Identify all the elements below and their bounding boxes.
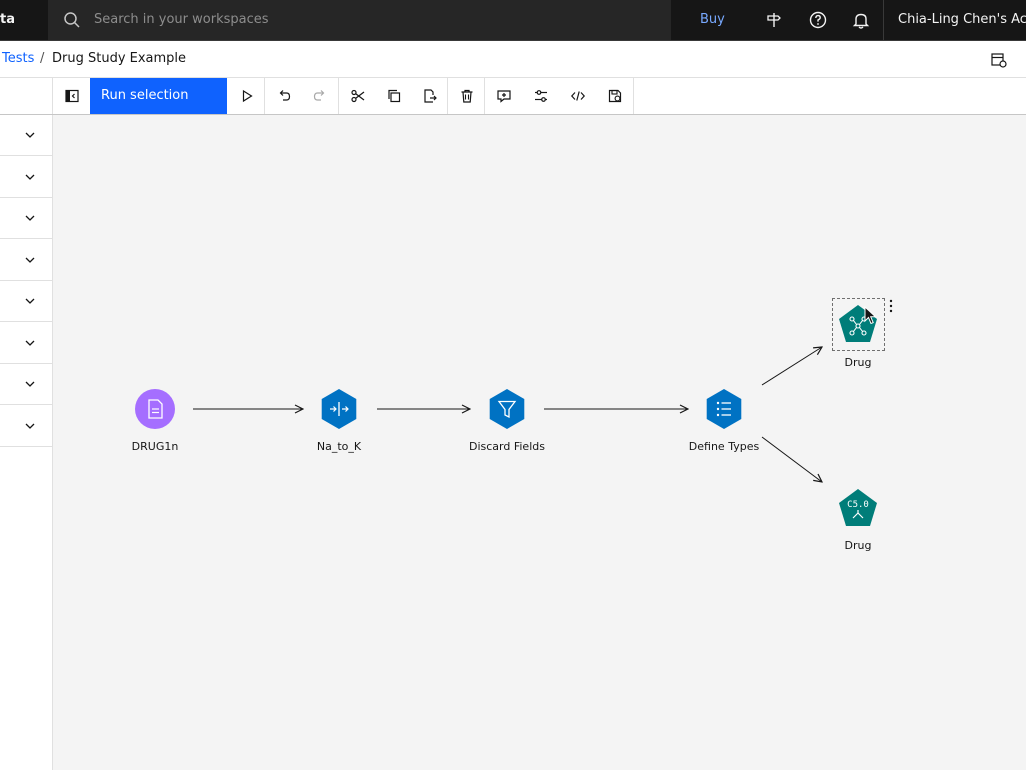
add-comment-icon	[496, 90, 511, 103]
chevron-down-icon	[25, 298, 35, 304]
palette-category[interactable]	[0, 323, 52, 364]
palette-category[interactable]	[0, 240, 52, 281]
undo-icon	[279, 90, 290, 101]
help-icon[interactable]	[808, 10, 828, 30]
chevron-down-icon	[25, 340, 35, 346]
neural-network-icon	[849, 316, 867, 336]
add-comment-button[interactable]	[485, 78, 522, 114]
run-selection-button[interactable]: Run selection	[90, 78, 227, 114]
copy-icon	[387, 89, 400, 103]
derive-node[interactable]	[319, 389, 359, 429]
chevron-down-icon	[25, 174, 35, 180]
toggle-palette-button[interactable]	[53, 78, 90, 114]
chevron-down-icon	[25, 423, 35, 429]
account-switcher[interactable]: Chia-Ling Chen's Account	[898, 12, 1026, 27]
toolbar-divider	[52, 78, 53, 114]
redo-button[interactable]	[301, 78, 338, 114]
breadcrumb-separator: /	[40, 51, 45, 66]
palette-category[interactable]	[0, 406, 52, 447]
chevron-down-icon	[25, 257, 35, 263]
toolbar-divider	[484, 78, 485, 114]
node-overflow-menu-icon[interactable]	[886, 298, 896, 314]
paste-button[interactable]	[411, 78, 448, 114]
node-selection-box	[832, 298, 885, 351]
search-placeholder: Search in your workspaces	[94, 12, 269, 27]
model-node-top-label: Drug	[844, 356, 872, 369]
source-node-label: DRUG1n	[131, 440, 179, 453]
side-panel-icon	[64, 89, 79, 103]
top-header: ta Search in your workspaces Buy Chia-Li…	[0, 0, 1026, 41]
trash-icon	[461, 89, 472, 103]
scissors-icon	[350, 89, 364, 103]
settings-adjust-icon	[534, 90, 547, 102]
product-name[interactable]: ta	[0, 12, 15, 27]
copy-button[interactable]	[375, 78, 412, 114]
model-node-bottom-badge: C5.0	[847, 500, 869, 510]
toolbar-divider	[447, 78, 448, 114]
toolbar-divider	[633, 78, 634, 114]
chevron-down-icon	[25, 215, 35, 221]
document-icon	[148, 399, 163, 419]
chevron-down-icon	[25, 132, 35, 138]
list-icon	[716, 401, 731, 417]
canvas-toolbar: Run selection	[0, 78, 1026, 115]
delete-button[interactable]	[448, 78, 485, 114]
model-node-bottom-label: Drug	[844, 539, 872, 552]
run-flow-button[interactable]	[228, 78, 265, 114]
toolbar-divider	[264, 78, 265, 114]
breadcrumb-current: Drug Study Example	[52, 51, 187, 66]
filter-node-label: Discard Fields	[469, 440, 545, 453]
buy-link[interactable]: Buy	[700, 12, 725, 27]
notification-icon[interactable]	[851, 10, 871, 30]
type-node-label: Define Types	[688, 440, 760, 453]
search-input[interactable]: Search in your workspaces	[48, 0, 671, 40]
flow-properties-button[interactable]	[522, 78, 559, 114]
breadcrumb-parent-link[interactable]: Tests	[2, 51, 35, 66]
toolbar-divider	[338, 78, 339, 114]
undo-button[interactable]	[265, 78, 302, 114]
type-node[interactable]	[704, 389, 744, 429]
tree-icon	[852, 510, 864, 519]
palette-category[interactable]	[0, 115, 52, 156]
palette-category[interactable]	[0, 281, 52, 322]
node-palette	[0, 115, 53, 770]
flow-canvas[interactable]	[53, 115, 1026, 770]
chevron-down-icon	[25, 381, 35, 387]
derive-icon	[330, 402, 349, 416]
filter-node[interactable]	[487, 389, 527, 429]
mouse-cursor-icon	[864, 306, 877, 325]
breadcrumb: Tests / Drug Study Example	[0, 41, 1026, 78]
palette-category[interactable]	[0, 364, 52, 405]
play-icon	[242, 89, 253, 103]
filter-icon	[497, 400, 517, 419]
palette-category[interactable]	[0, 157, 52, 198]
search-icon	[64, 12, 80, 28]
code-button[interactable]	[559, 78, 596, 114]
redo-icon	[313, 90, 324, 101]
signpost-icon[interactable]	[764, 10, 784, 30]
derive-node-label: Na_to_K	[316, 440, 362, 453]
palette-category[interactable]	[0, 198, 52, 239]
source-node[interactable]	[135, 389, 175, 429]
flow-settings-icon[interactable]	[990, 51, 1008, 69]
save-icon	[608, 89, 621, 103]
paste-icon	[423, 89, 437, 103]
header-divider	[883, 0, 884, 40]
code-icon	[570, 91, 585, 101]
save-version-button[interactable]	[596, 78, 633, 114]
cut-button[interactable]	[339, 78, 376, 114]
model-node-bottom[interactable]: C5.0	[838, 488, 878, 528]
